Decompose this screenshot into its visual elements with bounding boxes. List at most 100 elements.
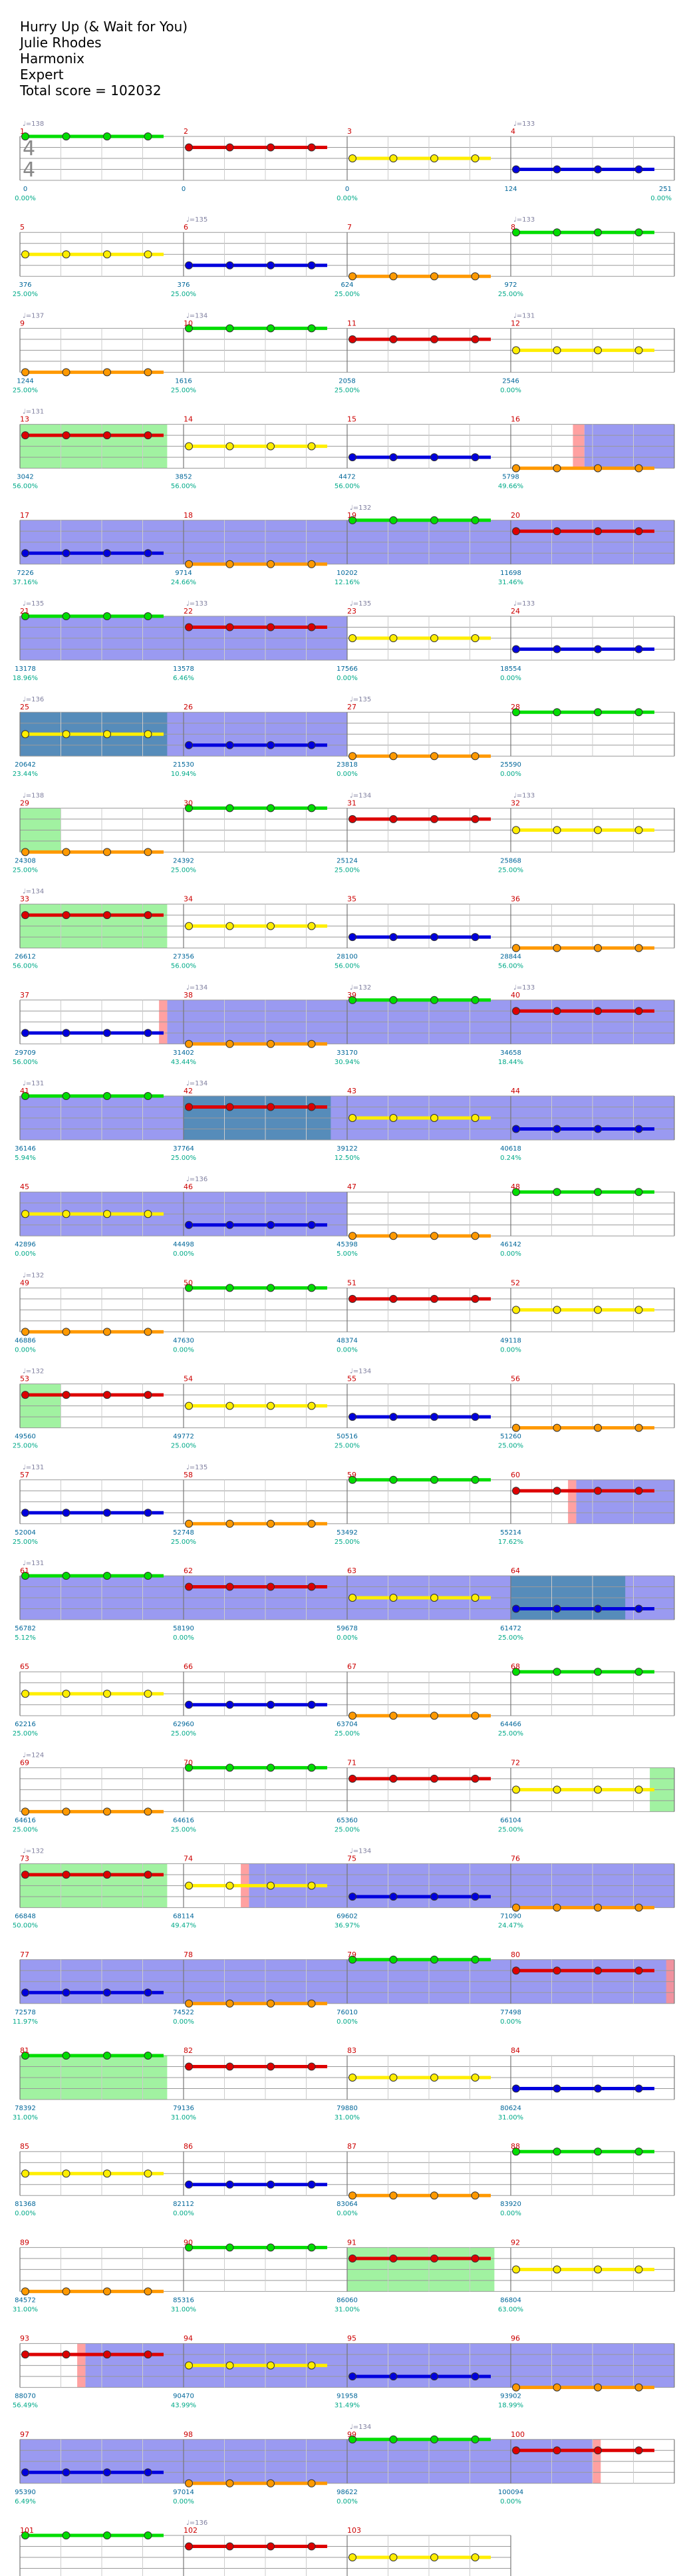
note-gem xyxy=(430,815,438,823)
note-gem xyxy=(430,1893,438,1901)
note-gem xyxy=(185,623,193,632)
note-gem xyxy=(594,826,602,834)
score-value: 83064 xyxy=(337,2201,358,2208)
measure-number: 3 xyxy=(347,127,352,136)
note-gem xyxy=(594,165,602,174)
measure-number: 29 xyxy=(20,799,29,807)
measure-number: 55 xyxy=(347,1375,356,1383)
note-gem xyxy=(103,1988,111,1997)
score-value: 7226 xyxy=(17,570,33,577)
note-gem xyxy=(594,228,602,237)
note-gem xyxy=(267,2180,275,2189)
measure-number: 99 xyxy=(347,2430,356,2439)
percent-value: 25.00% xyxy=(171,1826,196,1833)
tempo-marking: ♩=135 xyxy=(350,696,371,703)
score-value: 56782 xyxy=(15,1625,36,1632)
note-gem xyxy=(225,1999,234,2008)
note-gem xyxy=(267,2361,275,2370)
percent-value: 0.24% xyxy=(500,1155,521,1162)
note-gem xyxy=(103,2468,111,2477)
measure-number: 72 xyxy=(511,1758,520,1767)
note-gem xyxy=(634,2446,643,2455)
note-gem xyxy=(103,2350,111,2359)
note-gem xyxy=(144,612,152,620)
note-gem xyxy=(307,922,316,930)
tempo-marking: ♩=135 xyxy=(23,600,44,608)
score-value: 39122 xyxy=(337,1145,358,1153)
note-gem xyxy=(553,2383,561,2392)
staff-row-21 xyxy=(19,2052,675,2100)
score-value: 376 xyxy=(19,281,31,289)
note-gem xyxy=(185,442,193,451)
note-gem xyxy=(62,1572,70,1580)
note-gem xyxy=(21,848,29,856)
staff-row-20 xyxy=(19,1955,675,2008)
percent-value: 31.49% xyxy=(335,2402,360,2410)
measure-number: 48 xyxy=(511,1183,520,1191)
note-gem xyxy=(62,2468,70,2477)
note-gem xyxy=(267,1582,275,1591)
measure-number: 18 xyxy=(184,511,193,520)
percent-value: 25.00% xyxy=(171,291,196,298)
percent-value: 56.00% xyxy=(13,963,38,970)
note-gem xyxy=(348,1232,356,1240)
note-gem xyxy=(512,2147,520,2156)
tempo-marking: ♩=136 xyxy=(23,696,44,703)
note-gem xyxy=(634,2265,643,2274)
note-gem xyxy=(430,1594,438,1602)
measure-number: 44 xyxy=(511,1087,520,1095)
note-gem xyxy=(185,2180,193,2189)
measure-number: 13 xyxy=(20,415,29,424)
note-gem xyxy=(348,634,356,642)
percent-value: 31.00% xyxy=(498,2114,523,2121)
measure-number: 54 xyxy=(184,1375,193,1383)
score-value: 25868 xyxy=(500,857,521,864)
note-gem xyxy=(348,1594,356,1602)
note-gem xyxy=(512,1487,520,1495)
note-gem xyxy=(594,1668,602,1676)
note-gem xyxy=(144,1988,152,1997)
note-gem xyxy=(471,2435,479,2444)
note-gem xyxy=(144,1807,152,1816)
percent-value: 0.00% xyxy=(15,2210,36,2217)
note-gem xyxy=(512,2265,520,2274)
note-gem xyxy=(348,2372,356,2381)
note-gem xyxy=(389,1893,398,1901)
note-gem xyxy=(267,560,275,568)
percent-value: 6.46% xyxy=(173,675,194,682)
measure-number: 34 xyxy=(184,895,193,904)
note-gem xyxy=(634,1306,643,1314)
tempo-marking: ♩=135 xyxy=(186,216,207,224)
score-value: 85316 xyxy=(173,2297,194,2304)
measure-number: 63 xyxy=(347,1566,356,1575)
score-value: 2058 xyxy=(339,377,355,385)
percent-value: 25.00% xyxy=(335,387,360,394)
note-gem xyxy=(62,1807,70,1816)
percent-value: 6.49% xyxy=(15,2498,36,2505)
note-gem xyxy=(430,335,438,343)
note-gem xyxy=(225,324,234,333)
note-gem xyxy=(21,612,29,620)
note-gem xyxy=(21,549,29,558)
note-gem xyxy=(21,431,29,440)
note-gem xyxy=(389,1475,398,1484)
measure-number: 31 xyxy=(347,799,356,807)
tempo-marking: ♩=134 xyxy=(186,312,207,319)
measure-number: 17 xyxy=(20,511,29,520)
percent-value: 11.97% xyxy=(13,2018,38,2026)
staff-row-6 xyxy=(19,612,675,661)
note-gem xyxy=(21,368,29,377)
measure-number: 16 xyxy=(511,415,520,424)
note-gem xyxy=(594,1903,602,1912)
measure-number: 57 xyxy=(20,1471,29,1479)
note-gem xyxy=(634,228,643,237)
note-gem xyxy=(348,2191,356,2200)
note-gem xyxy=(471,1893,479,1901)
measure-number: 77 xyxy=(20,1950,29,1959)
note-gem xyxy=(594,464,602,472)
note-gem xyxy=(21,1092,29,1100)
score-value: 46142 xyxy=(500,1241,521,1248)
measure-number: 5 xyxy=(20,223,25,232)
score-value: 72578 xyxy=(15,2009,36,2016)
